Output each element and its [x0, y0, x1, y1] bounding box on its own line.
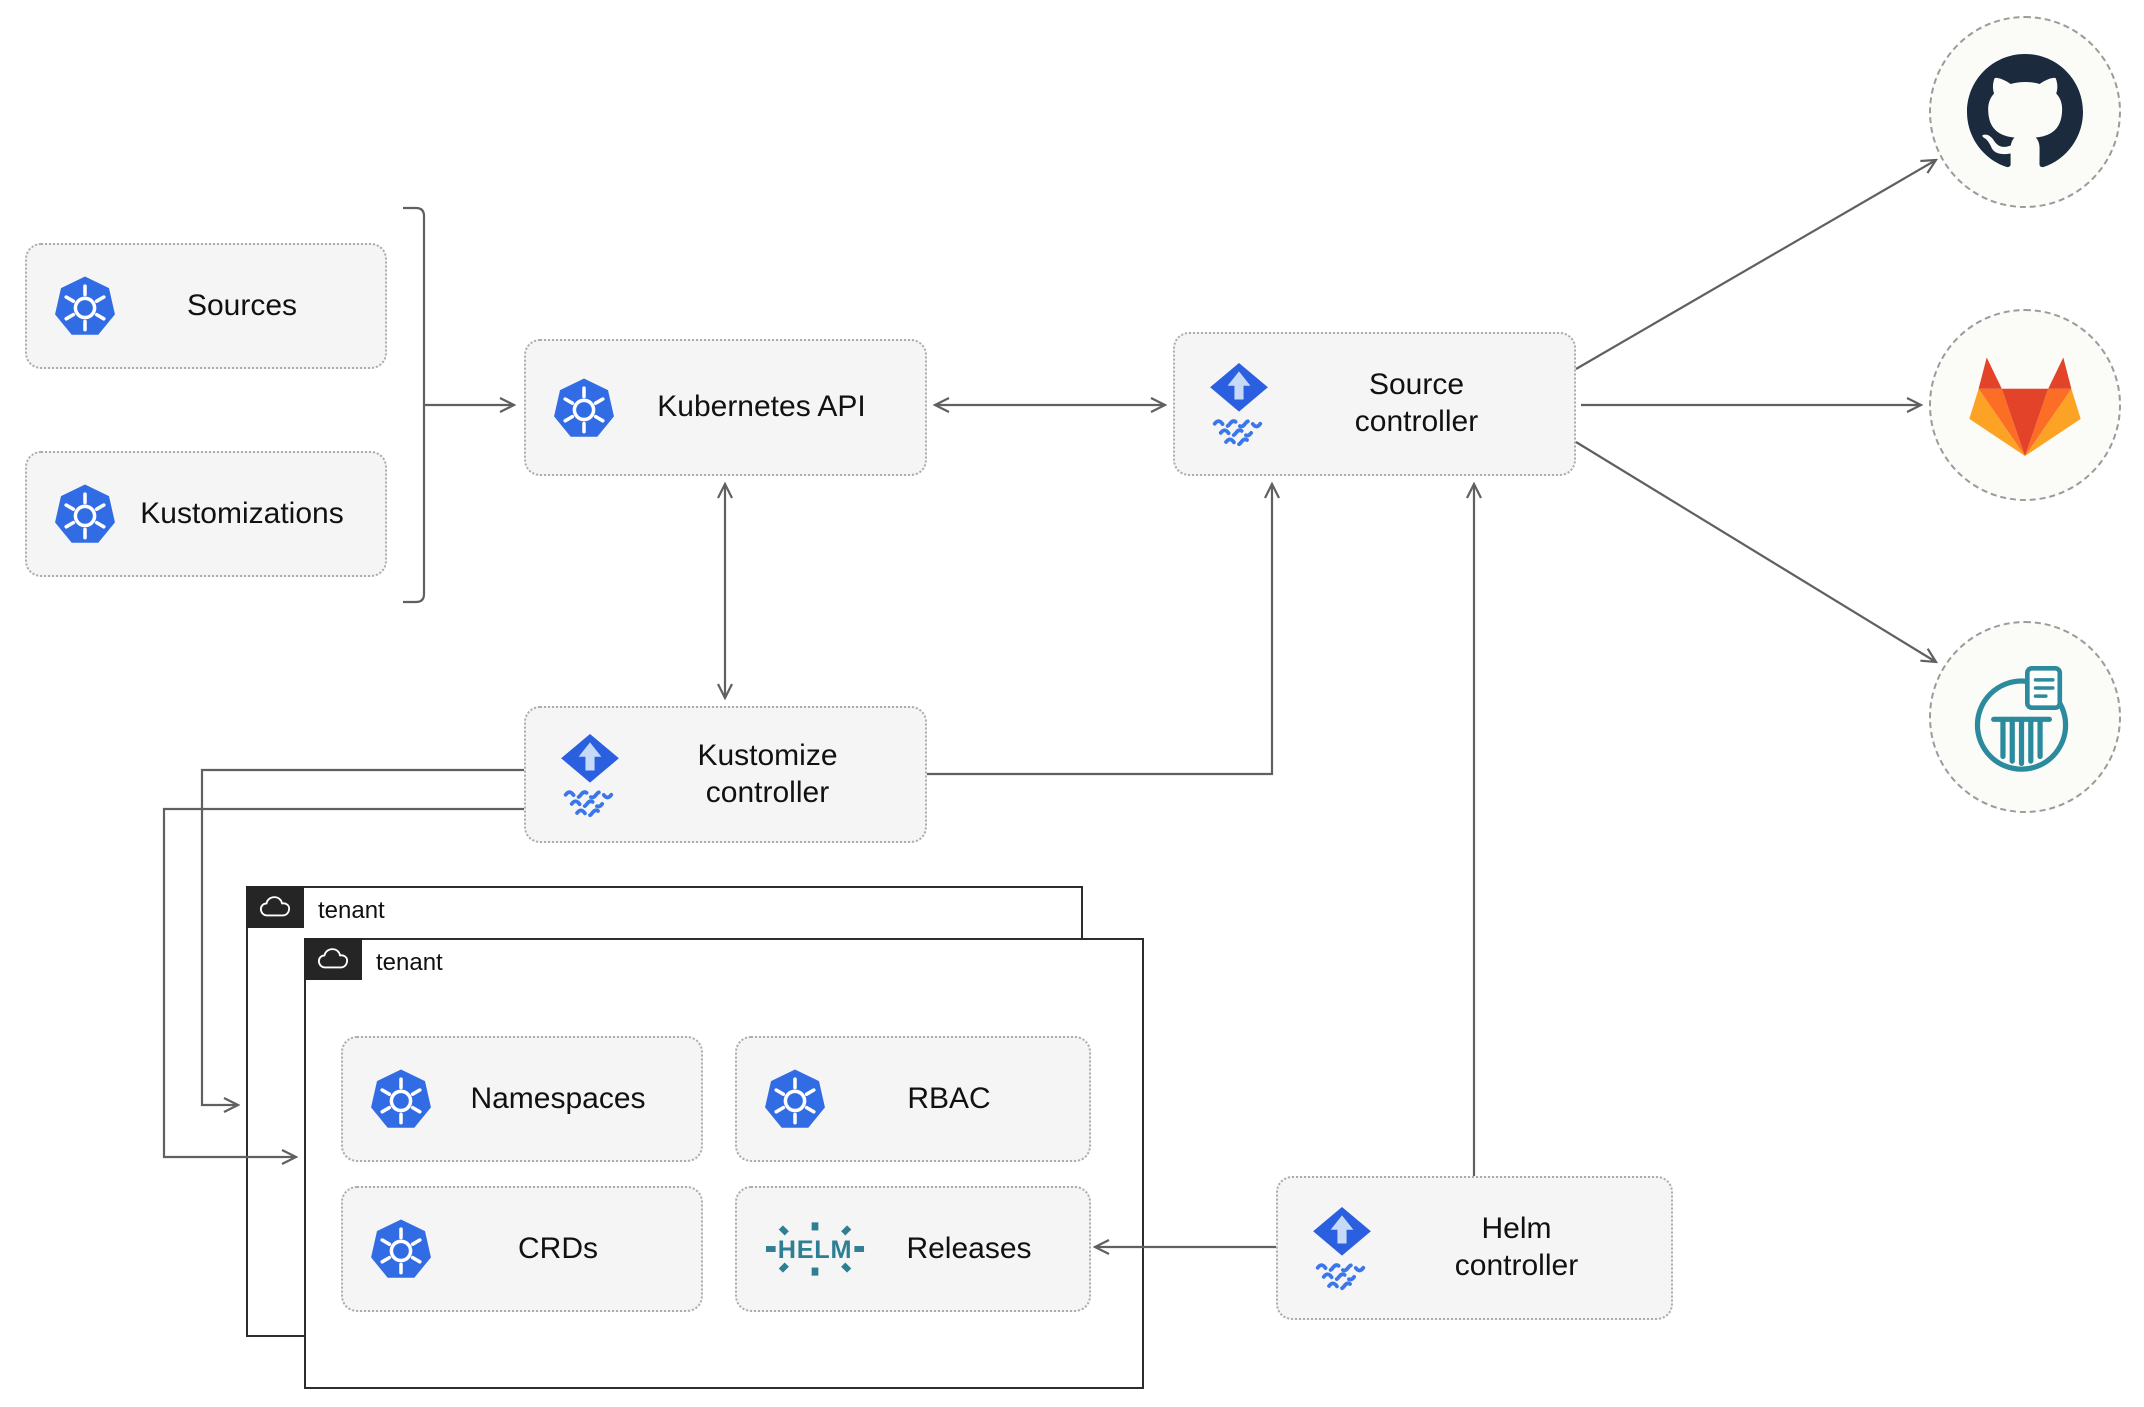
flux-icon — [1304, 1205, 1380, 1291]
cloud-icon — [315, 947, 351, 971]
tenant-label: tenant — [376, 949, 443, 976]
node-label: Releases — [906, 1231, 1032, 1265]
node-releases: Releases — [735, 1186, 1091, 1312]
kubernetes-icon — [763, 1067, 827, 1131]
gitlab-icon — [1967, 347, 2083, 463]
kubernetes-icon — [369, 1217, 433, 1281]
tenant-tab — [304, 938, 362, 980]
tenant-box-front: tenant Namespaces RBAC CRDs Releases — [304, 938, 1144, 1389]
edge-source-registry — [1575, 441, 1936, 662]
kubernetes-icon — [53, 482, 117, 546]
node-source-controller: Source controller — [1173, 332, 1576, 476]
kubernetes-icon — [53, 274, 117, 338]
tenant-label: tenant — [318, 897, 385, 924]
node-label: Helm controller — [1454, 1212, 1579, 1282]
node-label: Kubernetes API — [657, 390, 866, 424]
edge-sources-bracket — [403, 206, 426, 604]
node-label: Source controller — [1354, 368, 1479, 438]
flux-icon — [552, 732, 628, 818]
node-kustomize-controller: Kustomize controller — [524, 706, 927, 843]
node-helm-controller: Helm controller — [1276, 1176, 1673, 1320]
node-rbac: RBAC — [735, 1036, 1091, 1162]
helm-icon — [763, 1222, 867, 1276]
kubernetes-icon — [369, 1067, 433, 1131]
edge-source-github — [1575, 160, 1936, 370]
registry-icon — [1967, 659, 2083, 775]
flux-icon — [1201, 361, 1277, 447]
node-label: Namespaces — [470, 1081, 646, 1115]
node-label: Kustomizations — [140, 496, 344, 530]
node-label: RBAC — [907, 1081, 991, 1115]
node-label: Kustomize controller — [697, 738, 838, 809]
external-registry — [1929, 621, 2121, 813]
github-icon — [1967, 54, 2083, 170]
node-kustomizations: Kustomizations — [25, 451, 387, 577]
external-gitlab — [1929, 309, 2121, 501]
node-namespaces: Namespaces — [341, 1036, 703, 1162]
external-github — [1929, 16, 2121, 208]
node-label: CRDs — [518, 1231, 598, 1265]
tenant-tab — [246, 886, 304, 928]
node-sources: Sources — [25, 243, 387, 369]
kubernetes-icon — [552, 376, 616, 440]
node-crds: CRDs — [341, 1186, 703, 1312]
edge-kustomize-source — [927, 484, 1272, 776]
node-label: Sources — [186, 288, 298, 322]
cloud-icon — [257, 895, 293, 919]
node-kubernetes-api: Kubernetes API — [524, 339, 927, 476]
